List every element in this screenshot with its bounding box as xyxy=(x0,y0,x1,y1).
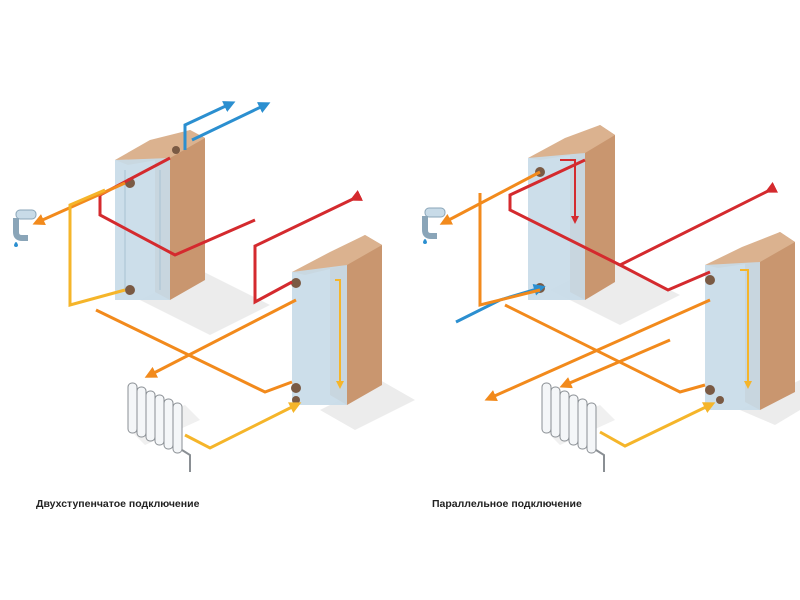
water-tap-icon xyxy=(13,209,37,247)
hex3-internal-flow xyxy=(560,159,579,224)
hex4-front xyxy=(705,262,760,410)
hot-water-to-tap-right xyxy=(439,170,541,225)
heat-exchanger-dhw xyxy=(528,125,615,300)
hot-supply-pipe-right xyxy=(616,181,779,292)
heating-return-right xyxy=(478,193,541,307)
hex3-top xyxy=(528,125,615,160)
dhw-supply-pipe-blue xyxy=(183,101,236,150)
dhw-outlet-pipe-blue xyxy=(191,102,271,142)
radiator-icon xyxy=(541,382,605,472)
hex4-top xyxy=(705,232,795,268)
hex4-port xyxy=(705,275,715,285)
hex1-port xyxy=(125,285,135,295)
hex2-top xyxy=(292,235,382,275)
hot-supply-branch xyxy=(508,158,621,267)
hex4-port xyxy=(705,385,715,395)
radiator-icon xyxy=(127,382,191,472)
hot-water-to-tap xyxy=(32,181,126,226)
return-to-radiator xyxy=(144,298,297,378)
heat-exchanger-heating xyxy=(705,232,795,410)
hex2-front xyxy=(292,265,347,405)
heating-return-pipe xyxy=(95,308,293,394)
caption-parallel: Параллельное подключение xyxy=(432,498,582,510)
hex3-front xyxy=(528,153,585,300)
water-tap-icon xyxy=(422,207,446,244)
hex2-shadow xyxy=(320,380,415,430)
scheme-parallel xyxy=(422,125,800,472)
hex2-port xyxy=(292,396,300,404)
hex1-top xyxy=(115,130,205,165)
radiator-to-hex4 xyxy=(599,402,716,448)
hex1-port xyxy=(172,146,180,154)
heat-exchanger-stage2 xyxy=(291,235,382,405)
hex2-port xyxy=(291,383,301,393)
caption-two-stage: Двухступенчатое подключение xyxy=(36,498,200,510)
radiator-to-hex2 xyxy=(184,402,302,450)
hex2-port xyxy=(291,278,301,288)
heating-supply-pipe xyxy=(68,188,126,307)
return-to-radiator-right xyxy=(484,298,711,402)
hot-supply-pipe xyxy=(253,189,364,305)
hex4-port xyxy=(716,396,724,404)
heat-exchanger-stage1 xyxy=(115,130,205,300)
return-main-right xyxy=(504,303,706,394)
return-to-radiator-right-2 xyxy=(559,338,671,389)
hex2-internal-flow xyxy=(335,279,344,389)
hex1-front xyxy=(115,158,170,300)
hex4-internal-flow xyxy=(740,269,752,389)
scheme-two-stage xyxy=(13,101,415,472)
